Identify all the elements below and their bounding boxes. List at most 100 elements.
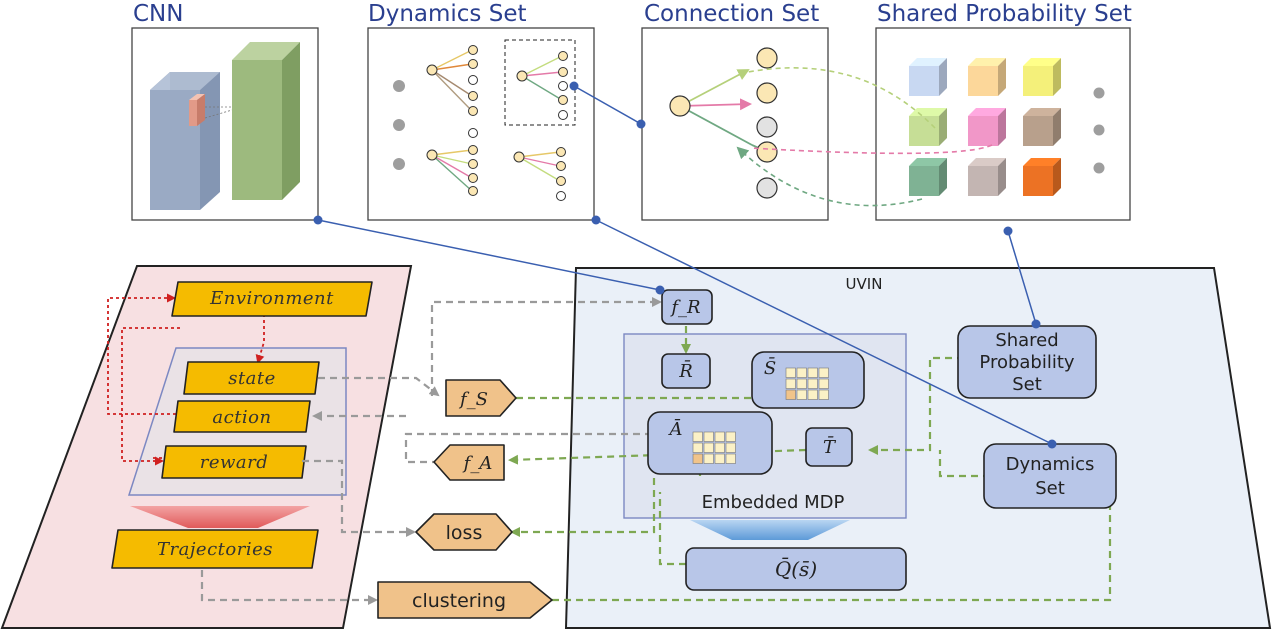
clustering-label: clustering (412, 590, 506, 612)
shared-box-connector-dot (1031, 319, 1041, 329)
cube-icon (968, 108, 1006, 146)
dynamics-set-label-2: Set (1035, 478, 1065, 499)
grid-cell (703, 431, 714, 442)
r-bar-label: R̄ (678, 359, 693, 382)
component-connector-lines (317, 85, 1053, 445)
dynamics-set-header: Dynamics Set (368, 1, 527, 27)
grid-cell (692, 442, 703, 453)
dynamics-set-label-1: Dynamics (1006, 454, 1095, 475)
f-r-connector-dot (655, 285, 665, 295)
environment-box[interactable]: Environment (171, 281, 373, 317)
uvin-title: UVIN (846, 275, 883, 293)
grid-cell (725, 442, 736, 453)
cube-icon (968, 58, 1006, 96)
loss-box[interactable]: loss (415, 513, 513, 551)
grid-cell (714, 431, 725, 442)
s-bar-label: S̄ (764, 356, 776, 379)
grid-cell (692, 431, 703, 442)
dynamics-tree-3 (431, 149, 473, 192)
grid-cell (818, 367, 829, 378)
grid-cell (725, 431, 736, 442)
dynamics-set-box[interactable]: Dynamics Set (983, 443, 1117, 509)
s-bar-box[interactable]: S̄ (751, 351, 865, 409)
trajectory-arrow (130, 506, 310, 528)
a-bar-box[interactable]: Ā (647, 411, 773, 475)
state-grid (785, 367, 829, 400)
grid-cell (785, 367, 796, 378)
t-bar-label: T̄ (823, 435, 837, 458)
dynamics-tree-4 (518, 151, 561, 182)
clustering-box[interactable]: clustering (377, 581, 553, 619)
trajectories-label: Trajectories (157, 539, 273, 560)
action-grid (692, 431, 736, 464)
grid-cell (818, 378, 829, 389)
f-s-label: f_S (458, 389, 488, 410)
f-r-label: f_R (669, 297, 700, 318)
cube-icon (909, 108, 947, 146)
cube-icon (1023, 58, 1061, 96)
dark-green-dependency-arrow (736, 146, 923, 207)
f-s-box[interactable]: f_S (445, 379, 517, 417)
cnn-input-layer (150, 72, 220, 210)
f-r-box[interactable]: f_R (661, 289, 713, 325)
grid-cell (692, 453, 703, 464)
cnn-kernel (189, 94, 205, 126)
grid-cell (703, 453, 714, 464)
dynamics-tree-2 (521, 55, 563, 101)
shared-probability-set-box[interactable]: Shared Probability Set (957, 325, 1097, 399)
grid-cell (807, 378, 818, 389)
cnn-header: CNN (133, 1, 183, 27)
grid-cell (725, 453, 736, 464)
dynamics-tree-1 (431, 49, 473, 112)
shared-probability-set-panel (875, 27, 1131, 236)
trajectories-box[interactable]: Trajectories (111, 529, 319, 569)
shared-probability-set-label-2: Probability (979, 352, 1074, 373)
reward-box[interactable]: reward (161, 445, 307, 479)
cnn-output-layer (232, 42, 300, 200)
shared-probability-set-label-3: Set (1012, 374, 1042, 395)
embedded-mdp-label: Embedded MDP (702, 492, 845, 513)
environment-feedback-arrows (107, 293, 265, 466)
cube-icon (968, 158, 1006, 196)
q-value-label: Q̄(s̄) (775, 556, 817, 581)
grid-cell (714, 453, 725, 464)
shared-probability-set-label-1: Shared (995, 330, 1058, 351)
t-bar-box[interactable]: T̄ (805, 427, 853, 467)
cnn-panel (131, 27, 323, 225)
action-label: action (212, 407, 271, 428)
environment-label: Environment (209, 288, 334, 309)
light-green-dependency-arrow (747, 67, 936, 129)
q-value-arrow (690, 520, 850, 540)
grid-cell (785, 389, 796, 400)
cube-icon (909, 158, 947, 196)
grid-cell (796, 378, 807, 389)
grid-cell (807, 367, 818, 378)
connection-set-header: Connection Set (644, 1, 819, 27)
pink-dependency-arrow (749, 144, 993, 155)
cube-grid (909, 58, 1061, 196)
grid-cell (796, 367, 807, 378)
f-a-box[interactable]: f_A (433, 444, 505, 481)
connection-set-panel (636, 27, 829, 221)
grid-cell (785, 378, 796, 389)
grid-cell (796, 389, 807, 400)
grid-cell (703, 442, 714, 453)
cube-icon (1023, 158, 1061, 196)
a-bar-label: Ā (668, 417, 683, 440)
grid-cell (818, 389, 829, 400)
q-value-box[interactable]: Q̄(s̄) (685, 547, 907, 591)
action-box[interactable]: action (173, 400, 311, 433)
cube-icon (1023, 108, 1061, 146)
f-a-label: f_A (462, 453, 493, 474)
state-box[interactable]: state (183, 361, 320, 395)
grid-cell (714, 442, 725, 453)
cube-icon (909, 58, 947, 96)
loss-label: loss (446, 522, 483, 544)
r-bar-box[interactable]: R̄ (661, 353, 711, 389)
state-label: state (228, 368, 276, 389)
shared-probability-set-header: Shared Probability Set (877, 1, 1132, 27)
dynamics-box-connector-dot (1047, 439, 1057, 449)
selection-connector-dot (569, 81, 579, 91)
reward-label: reward (200, 452, 269, 473)
